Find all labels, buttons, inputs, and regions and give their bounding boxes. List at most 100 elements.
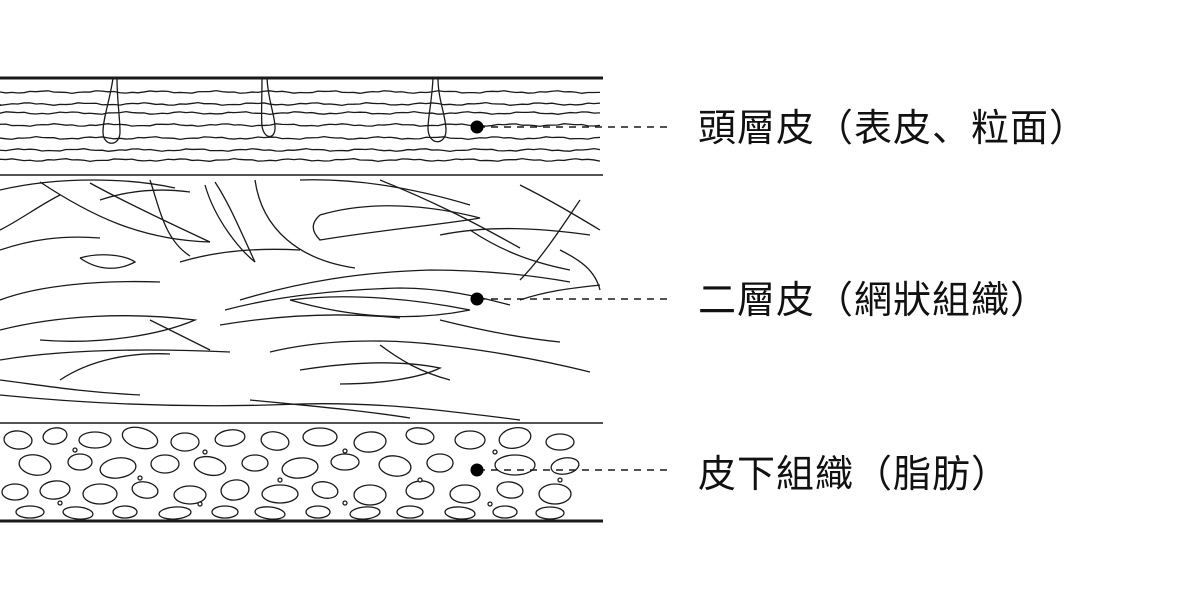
fat-cell bbox=[15, 505, 45, 519]
fat-cell bbox=[353, 431, 387, 453]
dermis-fiber bbox=[0, 194, 61, 231]
fat-cells bbox=[1, 426, 580, 520]
fat-cell bbox=[330, 453, 360, 471]
fat-cell bbox=[281, 457, 319, 479]
fat-cell bbox=[121, 426, 159, 450]
fat-cell bbox=[78, 431, 112, 449]
dermis-fiber bbox=[99, 189, 191, 201]
fat-cell bbox=[3, 430, 33, 450]
fat-cell bbox=[214, 429, 246, 447]
dermis-fiber bbox=[59, 353, 171, 381]
fat-cell bbox=[260, 431, 290, 451]
fat-cell bbox=[449, 484, 481, 504]
dermis-fiber bbox=[559, 249, 601, 291]
subcutis-marker-dot bbox=[470, 463, 484, 477]
fat-cell bbox=[311, 481, 339, 499]
epidermis-stratum-line bbox=[0, 122, 601, 128]
dermis-fiber bbox=[519, 284, 601, 301]
epidermis-layer bbox=[0, 76, 603, 176]
fat-cell bbox=[18, 454, 52, 476]
fat-granule bbox=[277, 477, 283, 483]
fat-cell bbox=[492, 505, 518, 519]
dermis-fiber bbox=[254, 179, 356, 269]
epidermis-stratum-line bbox=[0, 147, 601, 153]
fat-cell bbox=[173, 485, 207, 505]
subcutis-label: 皮下組織（脂肪） bbox=[698, 452, 1011, 496]
dermis-fiber bbox=[219, 314, 401, 326]
dermis-fiber bbox=[379, 344, 451, 381]
dermis-fiber bbox=[0, 315, 198, 342]
dermis-fiber bbox=[0, 394, 521, 421]
epidermis-label: 頭層皮（表皮、粒面） bbox=[698, 106, 1089, 150]
fat-cell bbox=[211, 505, 239, 519]
leader-lines bbox=[470, 120, 670, 477]
dermis-fiber bbox=[519, 184, 601, 231]
fat-granule bbox=[137, 475, 143, 481]
hair-follicle bbox=[260, 77, 276, 138]
dermis-fiber bbox=[0, 379, 141, 396]
fat-cell bbox=[42, 427, 68, 445]
dermis-fiber bbox=[224, 287, 511, 311]
fat-granule bbox=[72, 447, 78, 453]
fat-cell bbox=[498, 427, 532, 449]
epidermis-stratum-line bbox=[0, 135, 601, 141]
fat-cell bbox=[170, 432, 200, 452]
fat-cell bbox=[496, 481, 524, 499]
fat-granule bbox=[492, 449, 498, 455]
fat-cell bbox=[494, 454, 536, 476]
fat-cell bbox=[62, 506, 94, 520]
epidermis-stratum-line bbox=[0, 157, 601, 163]
fat-cell bbox=[378, 455, 412, 477]
dermis-fiber bbox=[0, 349, 231, 361]
subcutis-layer bbox=[0, 426, 603, 523]
dermis-fiber bbox=[299, 362, 442, 385]
fat-cell bbox=[545, 433, 575, 451]
fat-cell bbox=[349, 506, 381, 520]
dermis-fiber bbox=[39, 181, 211, 243]
dermis-fiber bbox=[312, 205, 481, 241]
hair-follicle bbox=[102, 77, 121, 144]
dermis-fiber bbox=[204, 181, 256, 263]
dermis-fiber bbox=[0, 236, 101, 251]
fat-cell bbox=[538, 483, 572, 505]
fat-cell bbox=[353, 484, 387, 506]
dermis-fiber bbox=[469, 229, 571, 271]
fat-cell bbox=[535, 506, 565, 520]
fat-granule bbox=[487, 501, 493, 507]
fat-cell bbox=[426, 453, 454, 473]
dermis-layer bbox=[0, 179, 603, 424]
fat-cell bbox=[241, 454, 269, 472]
fat-cell bbox=[150, 454, 180, 474]
fat-cell bbox=[220, 479, 250, 501]
dermis-fiber bbox=[149, 179, 191, 257]
epidermis-strata-lines bbox=[0, 89, 601, 163]
fat-granule bbox=[202, 449, 208, 455]
epidermis-marker-dot bbox=[470, 120, 484, 134]
dermis-fiber bbox=[149, 319, 211, 351]
fat-granule bbox=[342, 448, 348, 454]
dermis-fiber bbox=[269, 340, 591, 373]
dermis-fiber-network bbox=[0, 179, 601, 421]
fat-cell bbox=[131, 481, 159, 499]
fat-cell bbox=[158, 506, 192, 520]
fat-cell bbox=[305, 505, 331, 519]
dermis-fiber bbox=[289, 296, 471, 318]
fat-cell bbox=[302, 427, 338, 447]
dermis-fiber bbox=[519, 199, 581, 281]
fat-granule bbox=[342, 500, 348, 506]
dermis-fiber bbox=[439, 227, 591, 236]
epidermis-stratum-line bbox=[0, 89, 601, 95]
fat-cell bbox=[254, 506, 286, 520]
fat-cell bbox=[1, 483, 29, 501]
dermis-fiber bbox=[0, 179, 176, 191]
fat-cell bbox=[112, 505, 138, 519]
fat-cell bbox=[261, 484, 299, 504]
fat-cell bbox=[405, 480, 435, 500]
fat-cell bbox=[193, 455, 227, 477]
dermis-fiber bbox=[249, 399, 411, 419]
hair-follicle bbox=[427, 77, 447, 143]
dermis-fiber bbox=[0, 280, 161, 301]
dermis-fiber bbox=[299, 179, 471, 206]
fat-cell bbox=[405, 427, 435, 445]
